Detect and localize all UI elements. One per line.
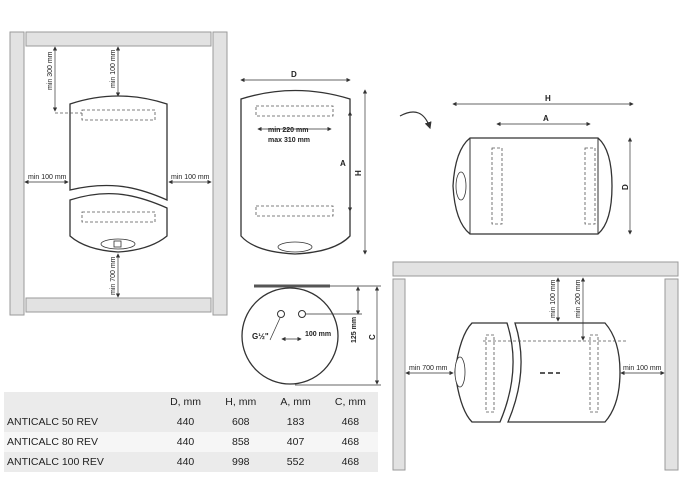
front-a-label: A bbox=[340, 159, 346, 168]
table-row: ANTICALC 80 REV 440 858 407 468 bbox=[4, 432, 378, 452]
ceiling bbox=[392, 261, 679, 277]
h-top-bracket-clearance-label: min 200 mm bbox=[575, 279, 582, 318]
table-header-row: D, mm H, mm A, mm C, mm bbox=[4, 392, 378, 412]
table-row: ANTICALC 100 REV 440 998 552 468 bbox=[4, 452, 378, 472]
h-right-clearance-label: min 100 mm bbox=[623, 365, 662, 372]
header-cell: H, mm bbox=[213, 392, 269, 412]
horizontal-d-label: D bbox=[621, 184, 630, 190]
table-cell: 998 bbox=[213, 452, 269, 472]
vertical-installation-panel: min 300 mm min 100 mm min 100 mm min 100… bbox=[9, 31, 228, 316]
header-cell: D, mm bbox=[157, 392, 214, 412]
header-cell: C, mm bbox=[322, 392, 378, 412]
bracket-max-label: max 310 mm bbox=[268, 137, 310, 144]
pipe-spacing-label: 100 mm bbox=[305, 331, 331, 338]
floor bbox=[25, 297, 212, 313]
front-d-label: D bbox=[291, 70, 297, 79]
horizontal-installation-panel: min 100 mm min 200 mm min 700 mm min 100… bbox=[392, 261, 679, 471]
left-wall bbox=[9, 31, 25, 316]
right-wall bbox=[212, 31, 228, 316]
dimensions-table: D, mm H, mm A, mm C, mm ANTICALC 50 REV … bbox=[4, 392, 378, 472]
model-cell: ANTICALC 80 REV bbox=[4, 432, 158, 452]
table-cell: 183 bbox=[268, 412, 323, 432]
bottom-clearance-label: min 700 mm bbox=[110, 256, 117, 295]
top-clearance-label: min 100 mm bbox=[110, 49, 117, 88]
vertical-tank bbox=[55, 95, 168, 253]
table-cell: 858 bbox=[213, 432, 269, 452]
table-cell: 440 bbox=[157, 412, 214, 432]
horizontal-h-label: H bbox=[545, 94, 551, 103]
h-left-clearance-label: min 700 mm bbox=[409, 365, 448, 372]
front-view-panel: D H A min 220 mm max 310 mm bbox=[240, 70, 368, 255]
model-cell: ANTICALC 100 REV bbox=[4, 452, 158, 472]
front-h-label: H bbox=[354, 170, 363, 176]
side-view-panel: G½" 100 mm 125 mm C bbox=[241, 284, 381, 386]
ceiling bbox=[25, 31, 212, 47]
table-cell: 468 bbox=[322, 452, 378, 472]
header-cell bbox=[4, 392, 158, 412]
right-wall bbox=[664, 278, 679, 471]
table-cell: 407 bbox=[268, 432, 323, 452]
table-cell: 440 bbox=[157, 432, 214, 452]
table-cell: 608 bbox=[213, 412, 269, 432]
horizontal-view-panel: H A D bbox=[452, 94, 634, 235]
bracket-min-label: min 220 mm bbox=[268, 127, 308, 134]
thread-label: G½" bbox=[252, 332, 269, 341]
table-cell: 552 bbox=[268, 452, 323, 472]
table-cell: 468 bbox=[322, 412, 378, 432]
table-row: ANTICALC 50 REV 440 608 183 468 bbox=[4, 412, 378, 432]
right-clearance-label: min 100 mm bbox=[171, 174, 210, 181]
side-c-label: C bbox=[368, 334, 377, 340]
model-cell: ANTICALC 50 REV bbox=[4, 412, 158, 432]
left-clearance-label: min 100 mm bbox=[28, 174, 67, 181]
horizontal-a-label: A bbox=[543, 114, 549, 123]
pipe-height-label: 125 mm bbox=[351, 317, 358, 343]
header-cell: A, mm bbox=[268, 392, 323, 412]
table-cell: 468 bbox=[322, 432, 378, 452]
top-bracket-clearance-label: min 300 mm bbox=[47, 51, 54, 90]
left-wall bbox=[392, 278, 406, 471]
h-top-clearance-label: min 100 mm bbox=[550, 279, 557, 318]
rotate-arrow-icon bbox=[399, 111, 432, 130]
table-cell: 440 bbox=[157, 452, 214, 472]
